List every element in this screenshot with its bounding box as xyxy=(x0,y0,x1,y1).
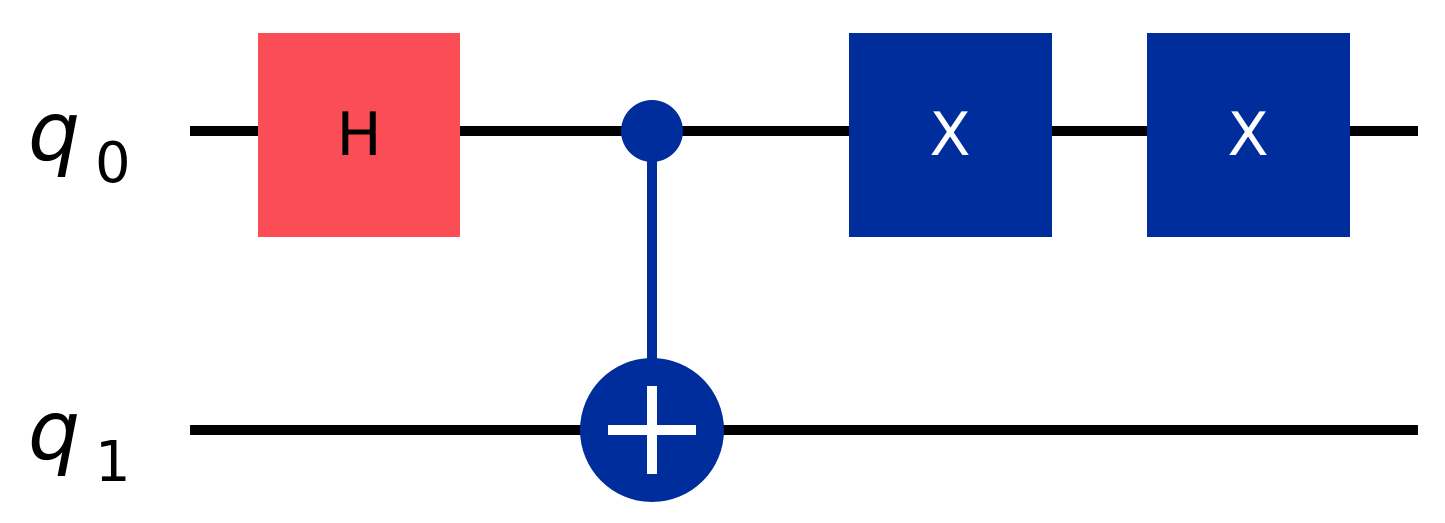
svg-text:q: q xyxy=(28,384,80,479)
x-gate-2: X xyxy=(1147,33,1350,237)
x-gate-1: X xyxy=(849,33,1052,237)
svg-text:1: 1 xyxy=(95,430,131,495)
control-dot-icon xyxy=(621,100,683,162)
h-gate: H xyxy=(258,33,460,237)
svg-text:X: X xyxy=(929,100,970,170)
svg-text:H: H xyxy=(336,100,381,170)
svg-text:X: X xyxy=(1227,100,1268,170)
svg-text:q: q xyxy=(28,85,80,180)
qubit-label-q0: q 0 xyxy=(28,85,131,196)
qubit-label-q1: q 1 xyxy=(28,384,131,495)
svg-text:0: 0 xyxy=(95,131,131,196)
cnot-gate xyxy=(580,100,724,502)
